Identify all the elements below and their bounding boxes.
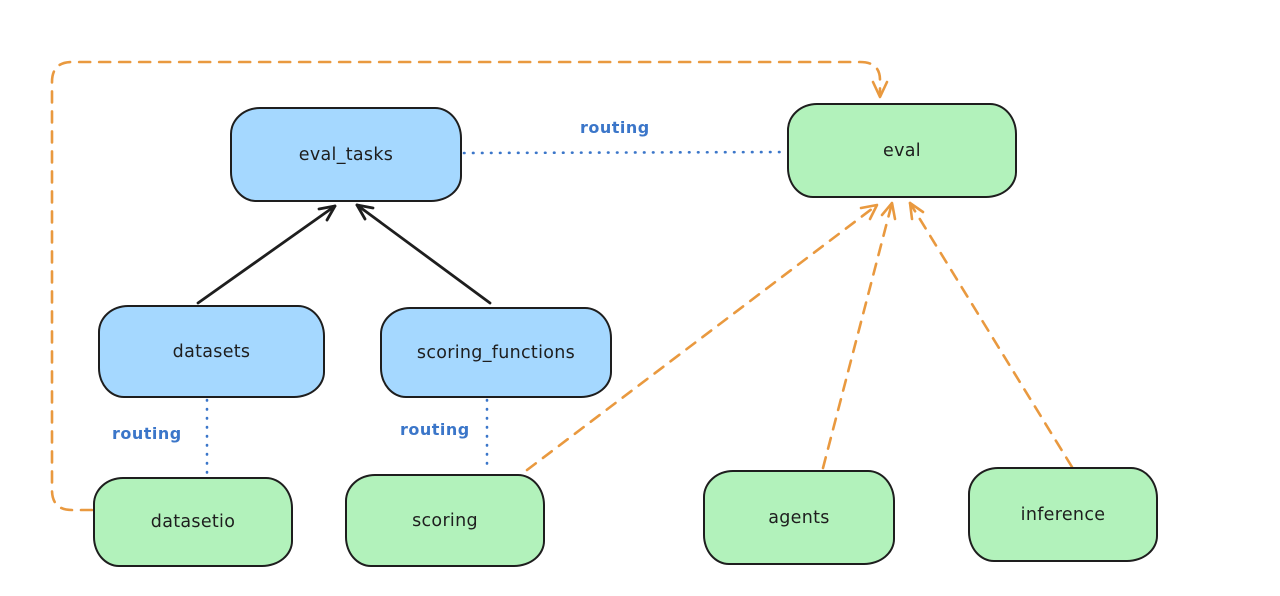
arrowhead-inference-to-eval — [908, 201, 925, 221]
edge-label-routing-scoring_functions-scoring: routing — [400, 420, 470, 439]
node-agents-label: agents — [768, 507, 830, 528]
edge-eval_tasks-to-eval — [462, 150, 788, 155]
node-scoring_functions: scoring_functions — [380, 307, 612, 398]
node-inference: inference — [968, 467, 1158, 562]
node-datasets: datasets — [98, 305, 325, 398]
node-inference-label: inference — [1020, 504, 1106, 525]
node-scoring_functions-label: scoring_functions — [416, 342, 576, 363]
node-eval-label: eval — [883, 140, 921, 161]
arrowhead-datasets-to-eval_tasks — [317, 204, 337, 222]
node-datasetio: datasetio — [93, 477, 293, 567]
arrowhead-scoring-to-eval — [859, 203, 879, 221]
edge-agents-to-eval — [821, 201, 897, 470]
arrowhead-scoring_functions-to-eval_tasks — [355, 203, 375, 221]
edge-label-routing-eval_tasks-eval: routing — [580, 118, 650, 137]
arrowhead-datasetio-to-eval — [871, 80, 889, 99]
edge-label-routing-datasets-datasetio: routing — [112, 424, 182, 443]
node-eval: eval — [787, 103, 1017, 198]
arrowhead-agents-to-eval — [880, 201, 897, 221]
node-eval_tasks: eval_tasks — [230, 107, 462, 202]
node-scoring: scoring — [345, 474, 545, 567]
node-scoring-label: scoring — [412, 510, 478, 531]
edge-datasets-to-eval_tasks — [196, 204, 337, 305]
node-datasets-label: datasets — [172, 341, 251, 362]
node-eval_tasks-label: eval_tasks — [298, 144, 394, 165]
node-agents: agents — [703, 470, 895, 565]
edge-scoring_functions-to-eval_tasks — [355, 203, 492, 305]
node-datasetio-label: datasetio — [150, 512, 236, 532]
edge-inference-to-eval — [908, 201, 1074, 469]
